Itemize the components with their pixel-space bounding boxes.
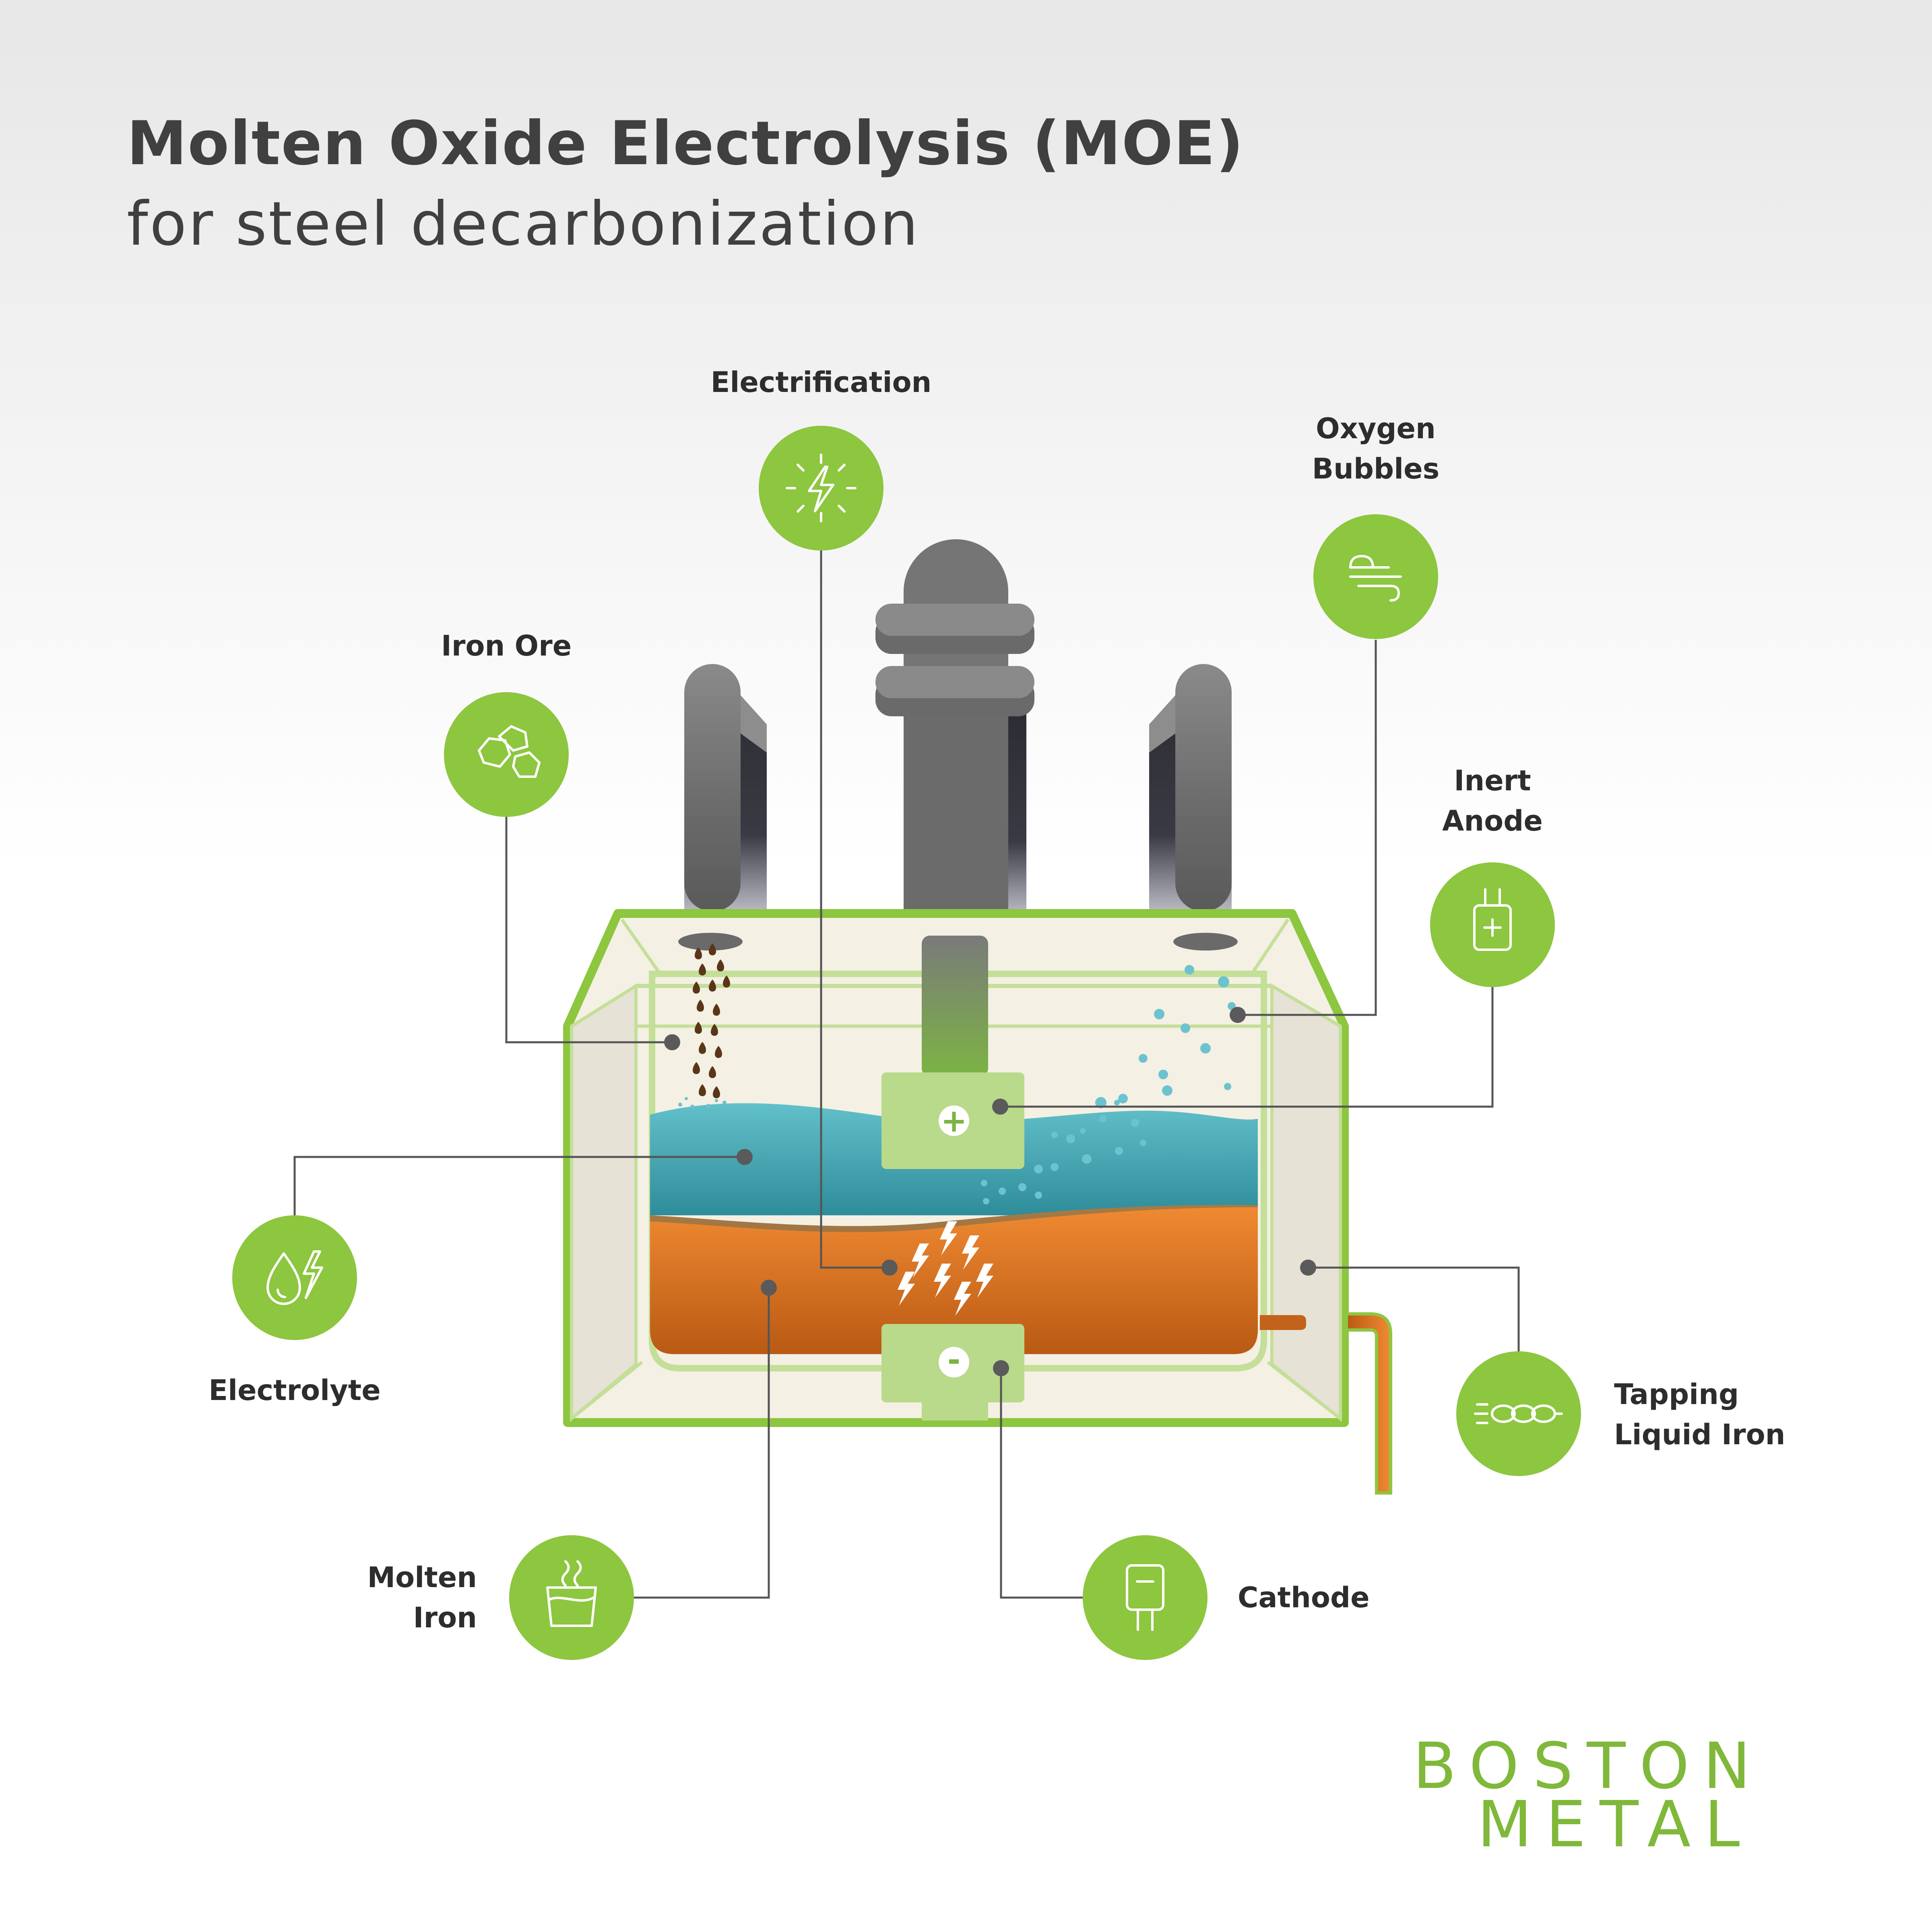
anode-sign: + — [941, 1103, 967, 1139]
chain-icon — [1456, 1351, 1581, 1476]
label-electrolyte: Electrolyte — [208, 1374, 381, 1407]
bubble — [1099, 1115, 1106, 1122]
bubble — [1131, 1119, 1139, 1127]
exhaust-pipes — [684, 539, 1232, 913]
bubble — [715, 1099, 718, 1102]
connector-dots — [664, 1007, 1316, 1376]
ore-drop — [723, 975, 730, 988]
iron-ore-drops — [693, 943, 730, 1098]
bubble — [983, 1198, 989, 1204]
brand-logo-line1: BOSTON — [1413, 1729, 1765, 1803]
bubble — [1154, 1009, 1164, 1019]
bubble — [1181, 1023, 1190, 1033]
brand-logo-line2: METAL — [1477, 1788, 1754, 1862]
connector-lines — [293, 549, 1520, 1599]
bubble — [1162, 1085, 1172, 1096]
ore-drop — [699, 1042, 706, 1054]
bubble — [1051, 1163, 1059, 1171]
bubble — [1139, 1054, 1148, 1063]
ore-drop — [699, 963, 706, 975]
bubble — [1051, 1132, 1058, 1138]
ore-drop — [713, 1004, 720, 1016]
label-inert-anode: Inert Anode — [1442, 764, 1543, 837]
bubble — [1066, 1134, 1075, 1143]
bubble — [1114, 1100, 1120, 1105]
label-tapping-liquid-iron: Tapping Liquid Iron — [1614, 1378, 1785, 1451]
ore-drop — [717, 959, 724, 971]
anode-plug-icon — [1430, 862, 1555, 987]
bubble — [690, 1105, 694, 1109]
bubble — [999, 1188, 1006, 1195]
ore-drop — [713, 1086, 720, 1098]
label-molten-iron: Molten Iron — [367, 1561, 477, 1634]
bubble — [1035, 1192, 1042, 1199]
ore-drop — [697, 1000, 704, 1012]
molten-iron-layer — [650, 1205, 1258, 1354]
bubble — [1095, 1097, 1106, 1108]
steaming-cup-icon — [509, 1535, 634, 1660]
ore-drop — [693, 1062, 700, 1074]
page-title: Molten Oxide Electrolysis (MOE) — [127, 109, 1245, 179]
bubble — [981, 1180, 987, 1186]
page-subtitle: for steel decarbonization — [127, 189, 920, 259]
bubble — [1034, 1165, 1043, 1173]
ore-drop — [695, 947, 702, 959]
bubble — [685, 1097, 688, 1100]
label-electrification: Electrification — [710, 366, 932, 399]
ore-drop — [709, 943, 716, 955]
ore-drop — [693, 981, 700, 994]
bubble — [1080, 1128, 1086, 1134]
ore-drop — [715, 1046, 722, 1058]
bubble — [706, 1104, 710, 1108]
lightning-sun-icon — [759, 426, 883, 551]
ore-drop — [709, 1066, 716, 1078]
oxygen-bubbles — [678, 965, 1236, 1204]
ore-drop — [695, 1022, 702, 1034]
bubble — [1018, 1183, 1026, 1191]
cathode-sign: - — [947, 1342, 960, 1378]
ore-drop — [699, 1084, 706, 1096]
label-oxygen-bubbles: Oxygen Bubbles — [1312, 412, 1440, 485]
label-cathode: Cathode — [1238, 1581, 1370, 1614]
bubble — [722, 1101, 727, 1105]
bubble — [1118, 1094, 1128, 1103]
bubble — [1082, 1154, 1092, 1164]
wind-icon — [1313, 514, 1438, 639]
cathode-plug-icon — [1083, 1535, 1208, 1660]
bubble — [1140, 1140, 1146, 1146]
ore-drop — [711, 1024, 718, 1036]
furnace: + - — [563, 909, 1392, 1495]
bubble — [1224, 1083, 1231, 1090]
bubble — [1115, 1147, 1123, 1155]
rocks-icon — [444, 692, 569, 817]
bubble — [678, 1103, 682, 1107]
label-iron-ore: Iron Ore — [441, 629, 572, 662]
bubble — [1185, 965, 1194, 975]
drop-lightning-icon — [232, 1215, 357, 1340]
ore-drop — [709, 979, 716, 992]
bubble — [1218, 976, 1229, 988]
current-bolts — [898, 1221, 993, 1316]
bubble — [1200, 1043, 1211, 1054]
bubble — [1158, 1070, 1168, 1079]
